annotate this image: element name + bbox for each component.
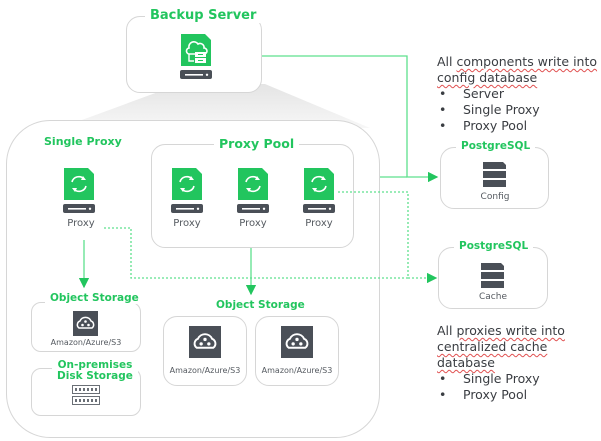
- object-storage-cloud-icon: [73, 311, 98, 340]
- pool-proxy-label: Proxy: [239, 218, 267, 229]
- single-proxy-icon: [63, 168, 97, 218]
- bullet-text: Single Proxy: [463, 371, 540, 386]
- object-storage-cloud-icon: [281, 326, 313, 362]
- config-note-prefix: All: [437, 54, 457, 69]
- single-proxy-label: Proxy: [67, 218, 95, 229]
- pool-proxy-label: Proxy: [173, 218, 201, 229]
- cache-note-text1: proxies write into: [456, 323, 565, 338]
- config-note-bullet: • Proxy Pool: [437, 118, 597, 134]
- disk-storage-icon: [72, 385, 100, 411]
- bullet-text: Proxy Pool: [463, 118, 528, 133]
- left-object-storage-label: Amazon/Azure/S3: [50, 338, 122, 347]
- disk-storage-title-line1: On-premises: [57, 359, 133, 371]
- bullet-icon: •: [439, 86, 447, 101]
- config-note: All components write into config databas…: [437, 54, 597, 134]
- cache-db-title: PostgreSQL: [454, 240, 534, 252]
- bullet-text: Single Proxy: [463, 102, 540, 117]
- cache-note-line1: All proxies write into: [437, 323, 601, 339]
- object-storage-cloud-icon: [189, 326, 221, 362]
- bullet-text: Server: [463, 86, 504, 101]
- config-note-bullet: • Server: [437, 86, 597, 102]
- pool-proxy-icon: [171, 168, 205, 218]
- pool-object-storage-label: Amazon/Azure/S3: [261, 366, 333, 375]
- proxy-pool-title: Proxy Pool: [214, 136, 300, 151]
- left-object-storage-title: Object Storage: [45, 292, 144, 304]
- database-server-icon: [481, 263, 504, 293]
- config-note-line1: All components write into: [437, 54, 597, 70]
- config-db-title: PostgreSQL: [456, 140, 536, 152]
- cache-note-bullet: • Proxy Pool: [437, 387, 601, 403]
- bullet-icon: •: [439, 387, 447, 402]
- bullet-icon: •: [439, 102, 447, 117]
- disk-storage-title-line2: Disk Storage: [57, 370, 133, 382]
- cache-note-prefix: All: [437, 323, 457, 338]
- bullet-text: Proxy Pool: [463, 387, 528, 402]
- pool-object-storage-label: Amazon/Azure/S3: [169, 366, 241, 375]
- cache-note-bullet: • Single Proxy: [437, 371, 601, 387]
- backup-server-title: Backup Server: [145, 8, 262, 23]
- config-note-line2: config database: [437, 70, 538, 85]
- bullet-icon: •: [439, 118, 447, 133]
- pool-object-storage-title: Object Storage: [211, 299, 310, 311]
- cache-note: All proxies write into centralized cache…: [437, 323, 601, 403]
- pool-proxy-label: Proxy: [305, 218, 333, 229]
- config-note-text1: components write into: [456, 54, 598, 69]
- bullet-icon: •: [439, 371, 447, 386]
- config-note-bullet: • Single Proxy: [437, 102, 597, 118]
- cache-db-label: Cache: [479, 292, 507, 302]
- config-db-label: Config: [480, 192, 510, 202]
- disk-storage-title: On-premises Disk Storage: [52, 360, 138, 382]
- pool-proxy-icon: [237, 168, 271, 218]
- cloud-server-icon: [180, 34, 214, 88]
- single-proxy-title: Single Proxy: [44, 135, 122, 148]
- database-server-icon: [483, 162, 506, 192]
- cache-note-line2: centralized cache database: [437, 339, 548, 370]
- pool-proxy-icon: [303, 168, 337, 218]
